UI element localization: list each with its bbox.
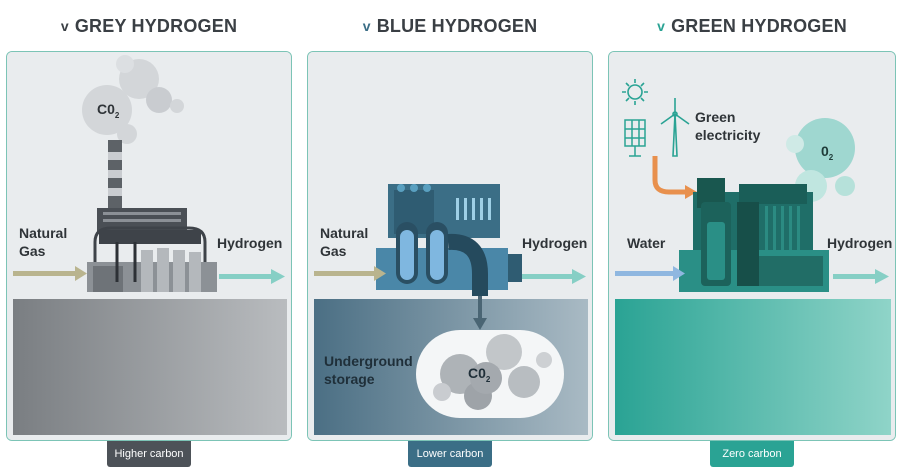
ground [615, 299, 891, 435]
stored-co2-label: C02 [468, 365, 491, 384]
heading-marker: v [362, 18, 371, 34]
electricity-label: Green electricity [695, 109, 761, 143]
blue-hydrogen-panel: Natural Gas Hydrogen Underground storage… [307, 51, 593, 441]
output-arrow [219, 269, 285, 284]
co2-capture-arrow [473, 296, 487, 330]
heading-marker: v [657, 18, 666, 34]
chimney [108, 140, 122, 212]
electrolyser-icon [679, 178, 829, 292]
sun-icon [622, 79, 648, 105]
factory-icon [87, 208, 217, 292]
badge-lower-carbon: Lower carbon [408, 441, 492, 467]
ground [13, 299, 287, 435]
badge-higher-carbon: Higher carbon [107, 441, 191, 467]
input-arrow [13, 266, 87, 281]
heading-grey-hydrogen: v GREY HYDROGEN [6, 12, 292, 40]
heading-green-hydrogen: v GREEN HYDROGEN [608, 12, 896, 40]
output-label: Hydrogen [827, 235, 893, 251]
storage-label: Underground storage [324, 353, 413, 387]
input-label: Water [627, 235, 666, 251]
output-arrow [833, 269, 889, 284]
heading-title: GREEN HYDROGEN [671, 16, 847, 36]
solar-panel-icon [624, 119, 646, 157]
heading-title: BLUE HYDROGEN [376, 16, 538, 36]
grey-scene [7, 52, 291, 440]
electricity-arrow [652, 156, 697, 199]
input-label: Natural Gas [19, 225, 68, 259]
output-label: Hydrogen [522, 235, 588, 251]
blue-scene [308, 52, 592, 440]
output-label: Hydrogen [217, 235, 283, 251]
heading-title: GREY HYDROGEN [74, 16, 238, 36]
wind-turbine-icon [660, 98, 690, 157]
co2-tank-icon [416, 330, 564, 418]
badge-zero-carbon: Zero carbon [710, 441, 794, 467]
input-label: Natural Gas [320, 225, 369, 259]
oxygen-label: 02 [821, 143, 834, 162]
grey-hydrogen-panel: C02 Natural Gas Hydrogen [6, 51, 292, 441]
output-arrow [522, 269, 586, 284]
input-arrow [314, 266, 386, 281]
input-arrow [615, 266, 685, 281]
heading-marker: v [60, 18, 69, 34]
green-hydrogen-panel: Green electricity 02 Water Hydrogen [608, 51, 896, 441]
factory-icon [376, 184, 522, 296]
oxygen-cloud-icon [786, 118, 855, 202]
green-scene [609, 52, 895, 440]
smoke-cloud-icon [82, 55, 184, 144]
smoke-co2-label: C02 [97, 101, 120, 120]
heading-blue-hydrogen: v BLUE HYDROGEN [307, 12, 593, 40]
